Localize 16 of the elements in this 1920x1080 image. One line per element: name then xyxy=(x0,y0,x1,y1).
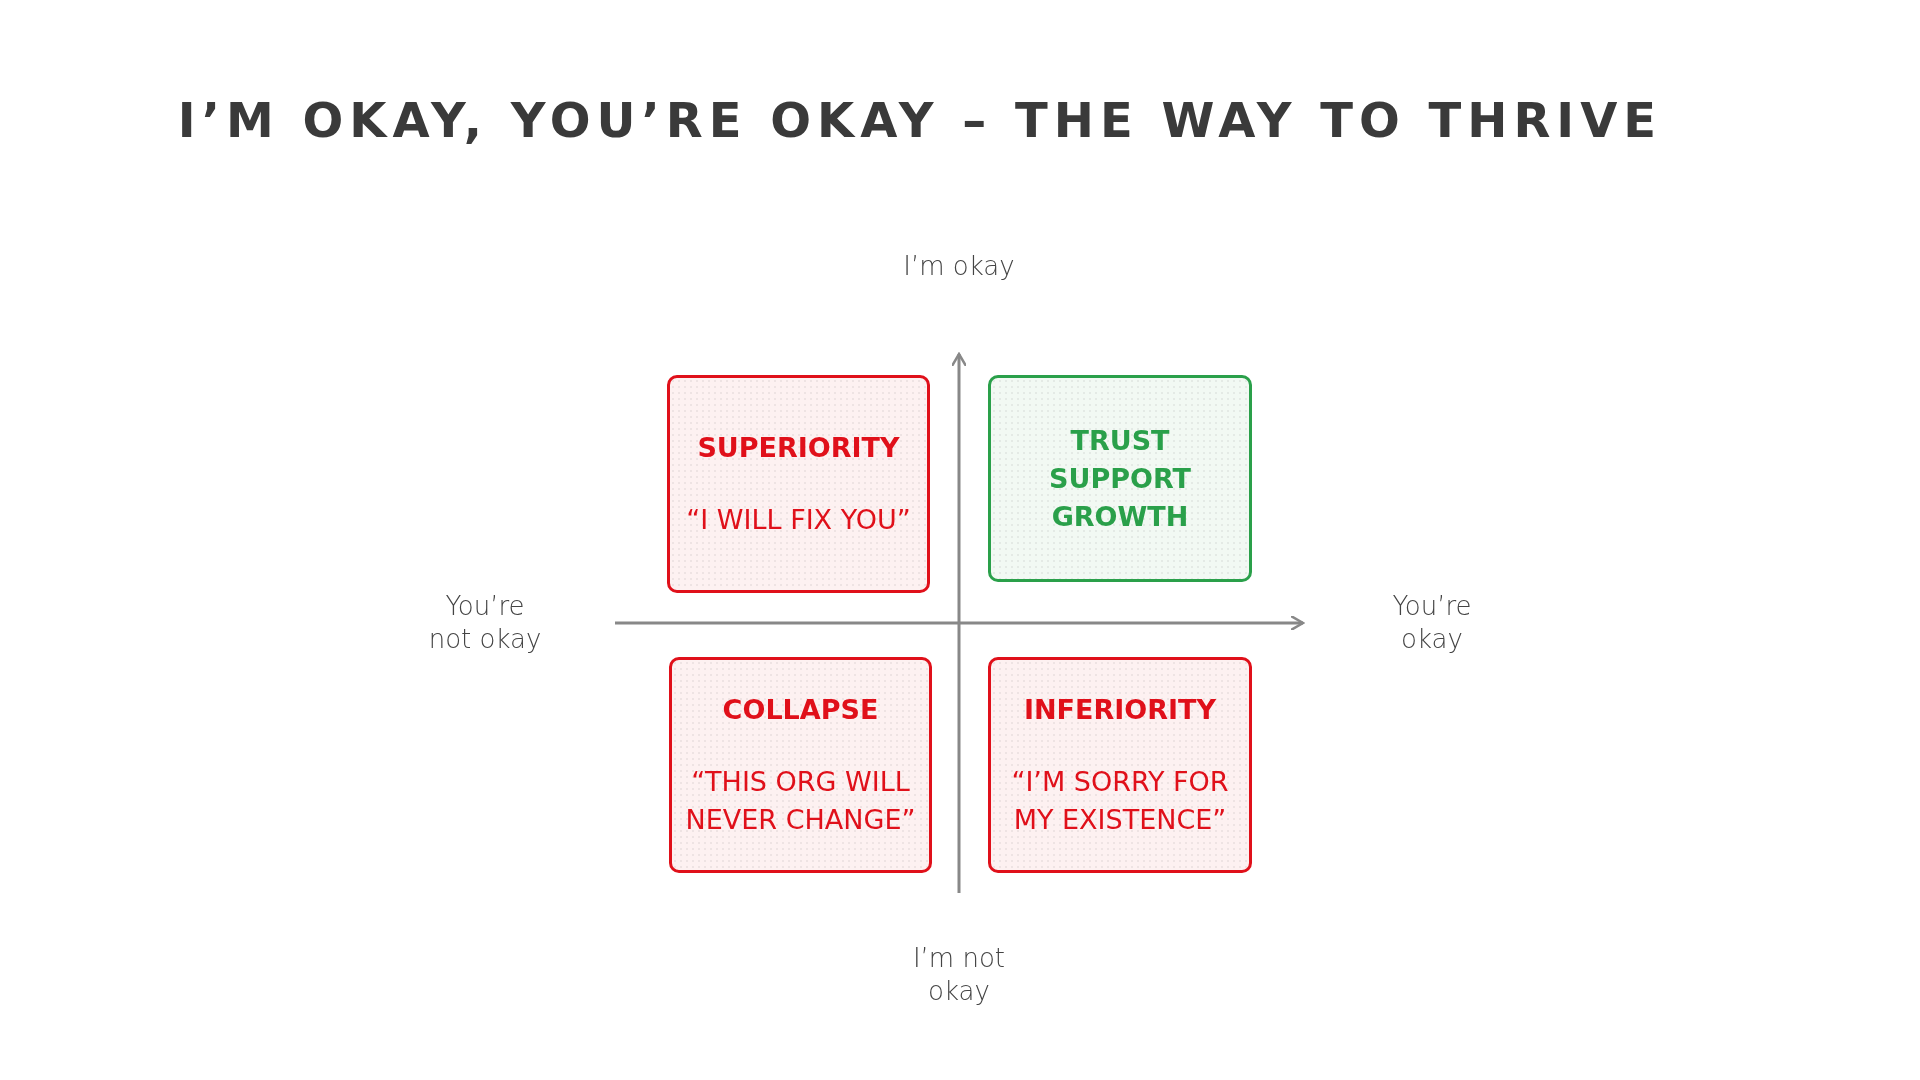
title: I’M OKAY, YOU’RE OKAY – THE WAY TO THRIVE xyxy=(176,92,1664,148)
quadrant-quote: “THIS ORG WILL NEVER CHANGE” xyxy=(684,765,917,837)
axis-label: I’m okay xyxy=(902,250,1016,283)
axis-label: I’m not okay xyxy=(911,942,1007,1008)
quadrant-heading: TRUST SUPPORT GROWTH xyxy=(1048,423,1192,534)
quadrant-box xyxy=(988,657,1252,873)
quadrant-box xyxy=(988,375,1252,582)
quadrant-heading: INFERIORITY xyxy=(1023,693,1217,727)
axis-label: You’re not okay xyxy=(427,590,543,656)
quadrant-box xyxy=(669,657,932,873)
quadrant-quote: “I WILL FIX YOU” xyxy=(686,503,911,537)
quadrant-box xyxy=(667,375,930,593)
quadrant-heading: COLLAPSE xyxy=(722,693,879,727)
quadrant-quote: “I’M SORRY FOR MY EXISTENCE” xyxy=(1010,765,1230,837)
axis-label: You’re okay xyxy=(1391,590,1473,656)
quadrant-heading: SUPERIORITY xyxy=(697,431,900,465)
